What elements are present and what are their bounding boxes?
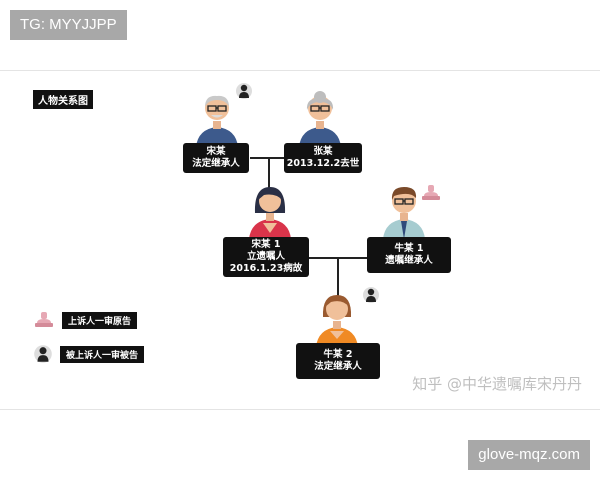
node-song: 宋某 法定继承人 <box>183 143 249 173</box>
node-niu1: 牛某 1 遗嘱继承人 <box>367 237 451 273</box>
woman-young-icon <box>316 295 358 347</box>
legend-appellant: 上诉人一审原告 <box>34 311 138 329</box>
site-tag: glove-mqz.com <box>468 440 590 470</box>
node-zhang: 张某 2013.12.2去世 <box>284 143 362 173</box>
node-niu2: 牛某 2 法定继承人 <box>296 343 380 379</box>
node-zhang-role: 2013.12.2去世 <box>286 158 360 169</box>
man-elderly-icon <box>196 95 238 147</box>
node-niu2-role: 法定继承人 <box>314 361 362 372</box>
node-niu1-name: 牛某 1 <box>394 243 424 254</box>
node-song1-name: 宋某 1 <box>251 239 281 250</box>
tg-tag: TG: MYYJJPP <box>10 10 127 40</box>
node-niu1-role: 遗嘱继承人 <box>385 255 433 266</box>
node-song1: 宋某 1 立遗嘱人 2016.1.23病故 <box>223 237 309 277</box>
appellee-legend-icon <box>34 345 52 363</box>
node-song-name: 宋某 <box>206 146 226 157</box>
relationship-diagram: 人物关系图 宋某 法定继承人 张某 2013.12.2去世 <box>0 70 600 410</box>
man-glasses-icon <box>383 187 425 239</box>
appellant-icon <box>422 185 440 200</box>
connector-parents <box>250 157 312 159</box>
woman-elderly-icon <box>299 91 341 147</box>
legend-appellee-label: 被上诉人一审被告 <box>60 345 145 363</box>
node-song-role: 法定继承人 <box>192 158 240 169</box>
node-song1-date: 2016.1.23病故 <box>229 263 303 274</box>
watermark: 知乎 @中华遗嘱库宋丹丹 <box>412 375 582 393</box>
node-zhang-name: 张某 <box>313 146 333 157</box>
connector-parents-drop <box>268 157 270 193</box>
woman-icon <box>249 187 291 239</box>
legend-appellee: 被上诉人一审被告 <box>34 343 145 365</box>
appellee-icon <box>236 83 252 99</box>
legend-appellant-label: 上诉人一审原告 <box>62 311 138 329</box>
diagram-title: 人物关系图 <box>33 90 93 109</box>
connector-child-drop <box>337 257 339 305</box>
appellee-icon-niu2 <box>363 287 379 303</box>
node-niu2-name: 牛某 2 <box>323 349 353 360</box>
appellant-legend-icon <box>35 312 53 327</box>
node-song1-role: 立遗嘱人 <box>246 251 285 262</box>
